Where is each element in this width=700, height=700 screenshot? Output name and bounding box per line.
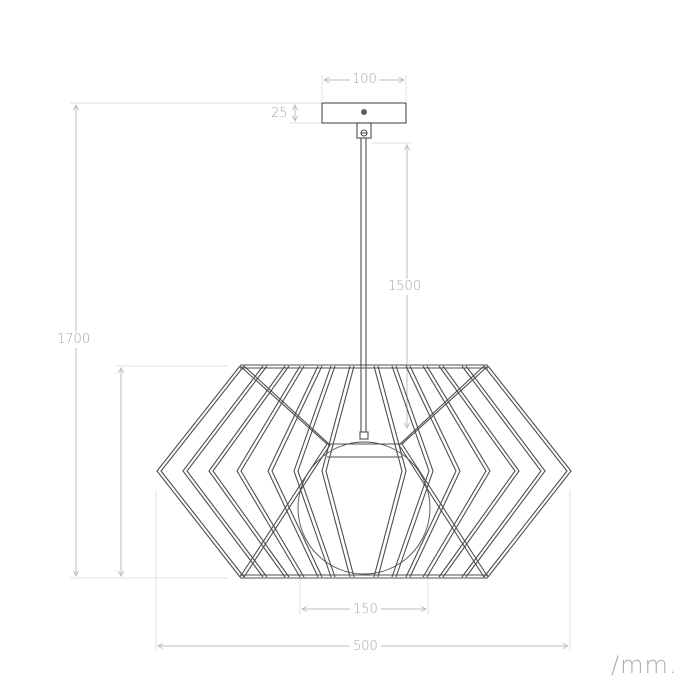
canopy-width-label: 100 — [350, 72, 379, 87]
unit-label: /mm. — [611, 651, 678, 679]
cage-width-label: 500 — [350, 640, 381, 654]
left-ribs — [156, 365, 355, 578]
right-ribs — [373, 365, 572, 578]
cross-struts — [239, 365, 489, 578]
globe — [297, 441, 431, 575]
lamp — [156, 102, 572, 579]
dimension-lines — [76, 80, 568, 646]
total-height-label: 1700 — [57, 332, 91, 348]
globe-diameter-label: 150 — [350, 603, 381, 617]
canopy-height-label: 25 — [271, 106, 288, 121]
rod-length-label: 1500 — [388, 279, 422, 295]
